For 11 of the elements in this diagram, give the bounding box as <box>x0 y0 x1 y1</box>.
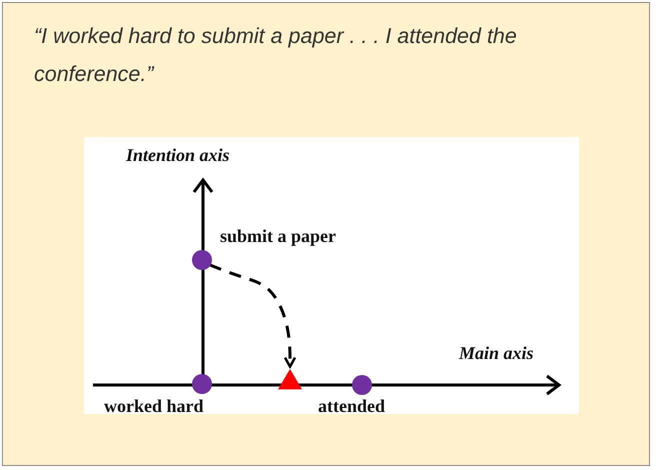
quote-text: “I worked hard to submit a paper . . . I attended the conference.” <box>34 23 518 88</box>
point-dot <box>352 375 372 395</box>
point-label: attended <box>318 397 385 417</box>
point-triangle <box>278 368 302 389</box>
axis-title: Intention axis <box>126 146 230 166</box>
point-dot <box>192 374 212 394</box>
point-label: worked hard <box>104 397 204 417</box>
point-dot <box>192 250 212 270</box>
dashed-arrow <box>209 264 296 368</box>
axis-title: Main axis <box>459 344 534 364</box>
point-label: submit a paper <box>220 227 336 247</box>
